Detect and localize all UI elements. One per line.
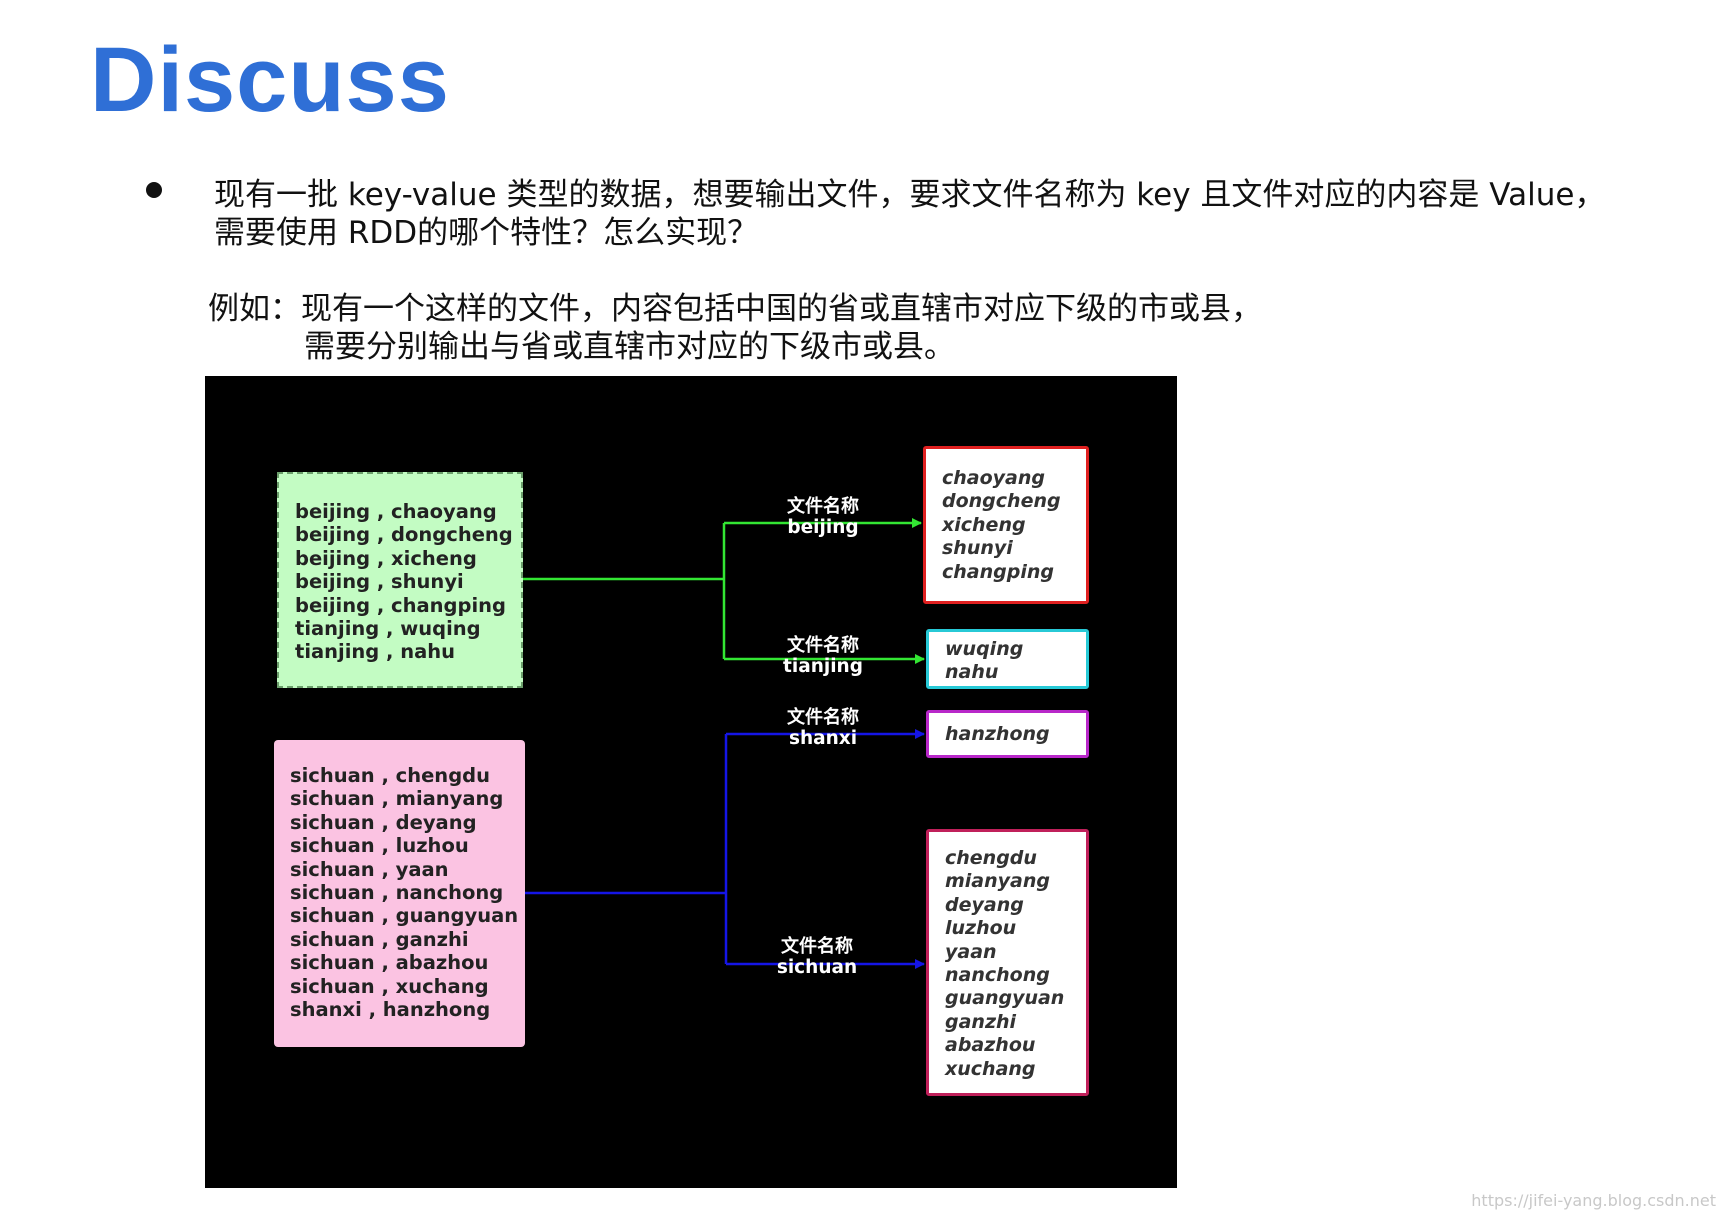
label-shanxi: 文件名称 shanxi: [763, 707, 883, 749]
label-beijing: 文件名称 beijing: [763, 496, 883, 538]
output-file-tianjing: wuqing nahu: [926, 629, 1089, 689]
watermark-text: https://jifei-yang.blog.csdn.net: [1471, 1191, 1716, 1210]
output-content-beijing: chaoyang dongcheng xicheng shunyi changp…: [942, 467, 1061, 583]
output-content-shanxi: hanzhong: [945, 723, 1050, 745]
output-content-sichuan: chengdu mianyang deyang luzhou yaan nanc…: [945, 847, 1065, 1080]
file-name-caption: 文件名称: [787, 707, 859, 728]
file-key-shanxi: shanxi: [788, 728, 858, 749]
output-content-tianjing: wuqing nahu: [945, 638, 1024, 684]
source-file-sichuan-shanxi: sichuan , chengdu sichuan , mianyang sic…: [274, 740, 525, 1047]
file-key-beijing: beijing: [787, 517, 859, 538]
page-title: Discuss: [90, 29, 450, 131]
file-name-caption: 文件名称: [787, 635, 859, 656]
output-file-sichuan: chengdu mianyang deyang luzhou yaan nanc…: [926, 829, 1089, 1096]
bullet-icon: [146, 182, 162, 198]
output-file-beijing: chaoyang dongcheng xicheng shunyi changp…: [923, 446, 1089, 604]
question-line-2: 需要使用 RDD的哪个特性？怎么实现？: [214, 215, 759, 251]
example-line-1: 例如：现有一个这样的文件，内容包括中国的省或直辖市对应下级的市或县，: [208, 291, 1262, 327]
label-sichuan: 文件名称 sichuan: [757, 936, 877, 978]
output-file-shanxi: hanzhong: [926, 710, 1089, 758]
connector-lines: [523, 518, 925, 969]
example-line-2: 需要分别输出与省或直辖市对应的下级市或县。: [304, 329, 955, 365]
file-key-tianjing: tianjing: [783, 656, 863, 677]
file-name-caption: 文件名称: [781, 936, 853, 957]
source-file-beijing-tianjing: beijing , chaoyang beijing , dongcheng b…: [277, 472, 523, 688]
file-name-caption: 文件名称: [787, 496, 859, 517]
question-line-1: 现有一批 key-value 类型的数据，想要输出文件，要求文件名称为 key …: [214, 177, 1606, 213]
label-tianjing: 文件名称 tianjing: [763, 635, 883, 677]
diagram-canvas: beijing , chaoyang beijing , dongcheng b…: [205, 376, 1177, 1188]
file-key-sichuan: sichuan: [776, 957, 858, 978]
